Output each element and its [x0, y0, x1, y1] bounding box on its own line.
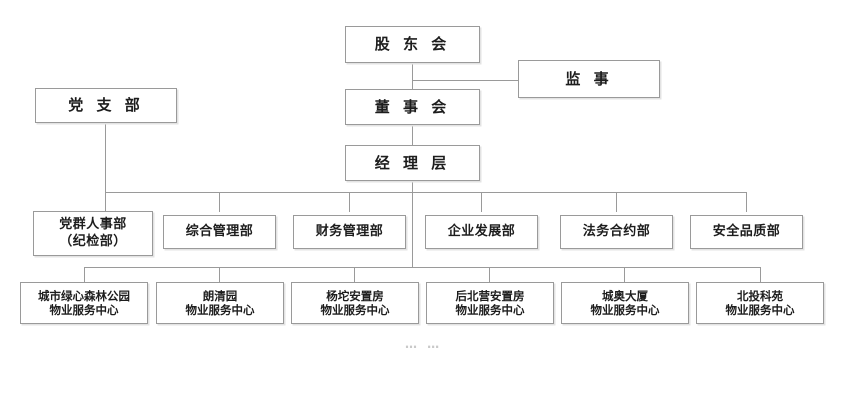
node-service-center-2[interactable]: 杨坨安置房 物业服务中心: [291, 282, 419, 324]
node-department-0[interactable]: 党群人事部 （纪检部）: [33, 211, 153, 256]
more-items-ellipsis: … …: [405, 337, 443, 351]
connector-center-drop-2: [219, 267, 220, 283]
node-label: 北投科苑 物业服务中心: [725, 288, 795, 317]
connector-board-to-management: [412, 124, 413, 146]
connector-dept-drop-2: [219, 192, 220, 212]
connector-center-drop-3: [354, 267, 355, 283]
connector-dept-drop-1: [105, 192, 106, 212]
connector-service-center-bus: [84, 267, 760, 268]
connector-dept-drop-3: [349, 192, 350, 212]
connector-board-to-supervisor: [412, 80, 519, 81]
node-department-5[interactable]: 安全品质部: [690, 215, 803, 249]
node-label: 后北营安置房 物业服务中心: [455, 288, 525, 317]
node-label: 股 东 会: [374, 35, 451, 54]
node-service-center-1[interactable]: 朗清园 物业服务中心: [156, 282, 284, 324]
connector-dept-drop-5: [616, 192, 617, 212]
node-service-center-0[interactable]: 城市绿心森林公园 物业服务中心: [20, 282, 148, 324]
node-board-of-directors[interactable]: 董 事 会: [345, 89, 480, 125]
node-department-3[interactable]: 企业发展部: [425, 215, 538, 249]
node-label: 监 事: [565, 69, 613, 88]
node-label: 党 支 部: [68, 96, 144, 115]
node-department-1[interactable]: 综合管理部: [163, 215, 276, 249]
node-service-center-5[interactable]: 北投科苑 物业服务中心: [696, 282, 824, 324]
connector-shareholders-to-board: [412, 62, 413, 90]
connector-center-drop-1: [84, 267, 85, 283]
node-service-center-3[interactable]: 后北营安置房 物业服务中心: [426, 282, 554, 324]
node-label: 党群人事部 （纪检部）: [59, 217, 127, 249]
node-label: 朗清园 物业服务中心: [185, 288, 255, 317]
node-label: 法务合约部: [582, 223, 651, 239]
connector-management-to-center-bus: [412, 212, 413, 268]
node-label: 企业发展部: [447, 223, 516, 239]
connector-center-drop-6: [760, 267, 761, 283]
node-label: 安全品质部: [712, 223, 781, 239]
node-management-layer[interactable]: 经 理 层: [345, 145, 480, 181]
connector-center-drop-4: [489, 267, 490, 283]
node-service-center-4[interactable]: 城奥大厦 物业服务中心: [561, 282, 689, 324]
node-label: 城奥大厦 物业服务中心: [590, 288, 660, 317]
node-label: 财务管理部: [315, 223, 384, 239]
node-department-2[interactable]: 财务管理部: [293, 215, 406, 249]
node-label: 董 事 会: [374, 97, 451, 116]
node-shareholders-meeting[interactable]: 股 东 会: [345, 26, 480, 63]
node-label: 城市绿心森林公园 物业服务中心: [38, 288, 130, 317]
connector-dept-drop-6: [746, 192, 747, 212]
node-label: 杨坨安置房 物业服务中心: [320, 288, 390, 317]
connector-dept-drop-4: [481, 192, 482, 212]
connector-center-drop-5: [624, 267, 625, 283]
node-label: 经 理 层: [374, 153, 451, 172]
node-label: 综合管理部: [185, 223, 254, 239]
connector-department-bus: [105, 192, 746, 193]
node-department-4[interactable]: 法务合约部: [560, 215, 673, 249]
node-party-branch[interactable]: 党 支 部: [35, 88, 177, 123]
connector-management-to-dept-bus: [412, 180, 413, 212]
connector-party-branch-drop: [105, 122, 106, 192]
node-supervisor[interactable]: 监 事: [518, 60, 660, 98]
